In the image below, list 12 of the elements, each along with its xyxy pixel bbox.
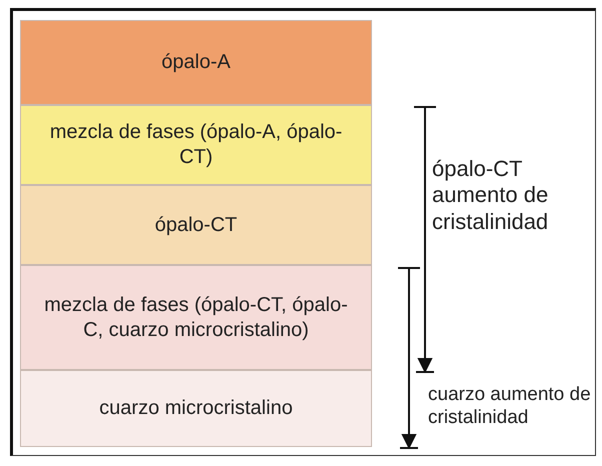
layer-label: mezcla de fases (ópalo-CT, ópalo-C, cuarzo microcristalino) (43, 292, 349, 342)
layer-label: ópalo-A (162, 50, 230, 75)
layer-band (20, 105, 372, 185)
layer-label: ópalo-CT (154, 212, 238, 238)
layer-band (20, 185, 372, 265)
layer-label: mezcla de fases (ópalo-A, ópalo-CT) (48, 120, 344, 170)
layer-band (20, 370, 372, 447)
range-label: ópalo-CT aumento de cristalinidad (432, 156, 550, 236)
layer-label: cuarzo microcristalino (99, 396, 293, 421)
layer-band (20, 20, 372, 105)
layer-band (20, 265, 372, 370)
range-label: cuarzo aumento de cristalinidad (428, 384, 592, 430)
